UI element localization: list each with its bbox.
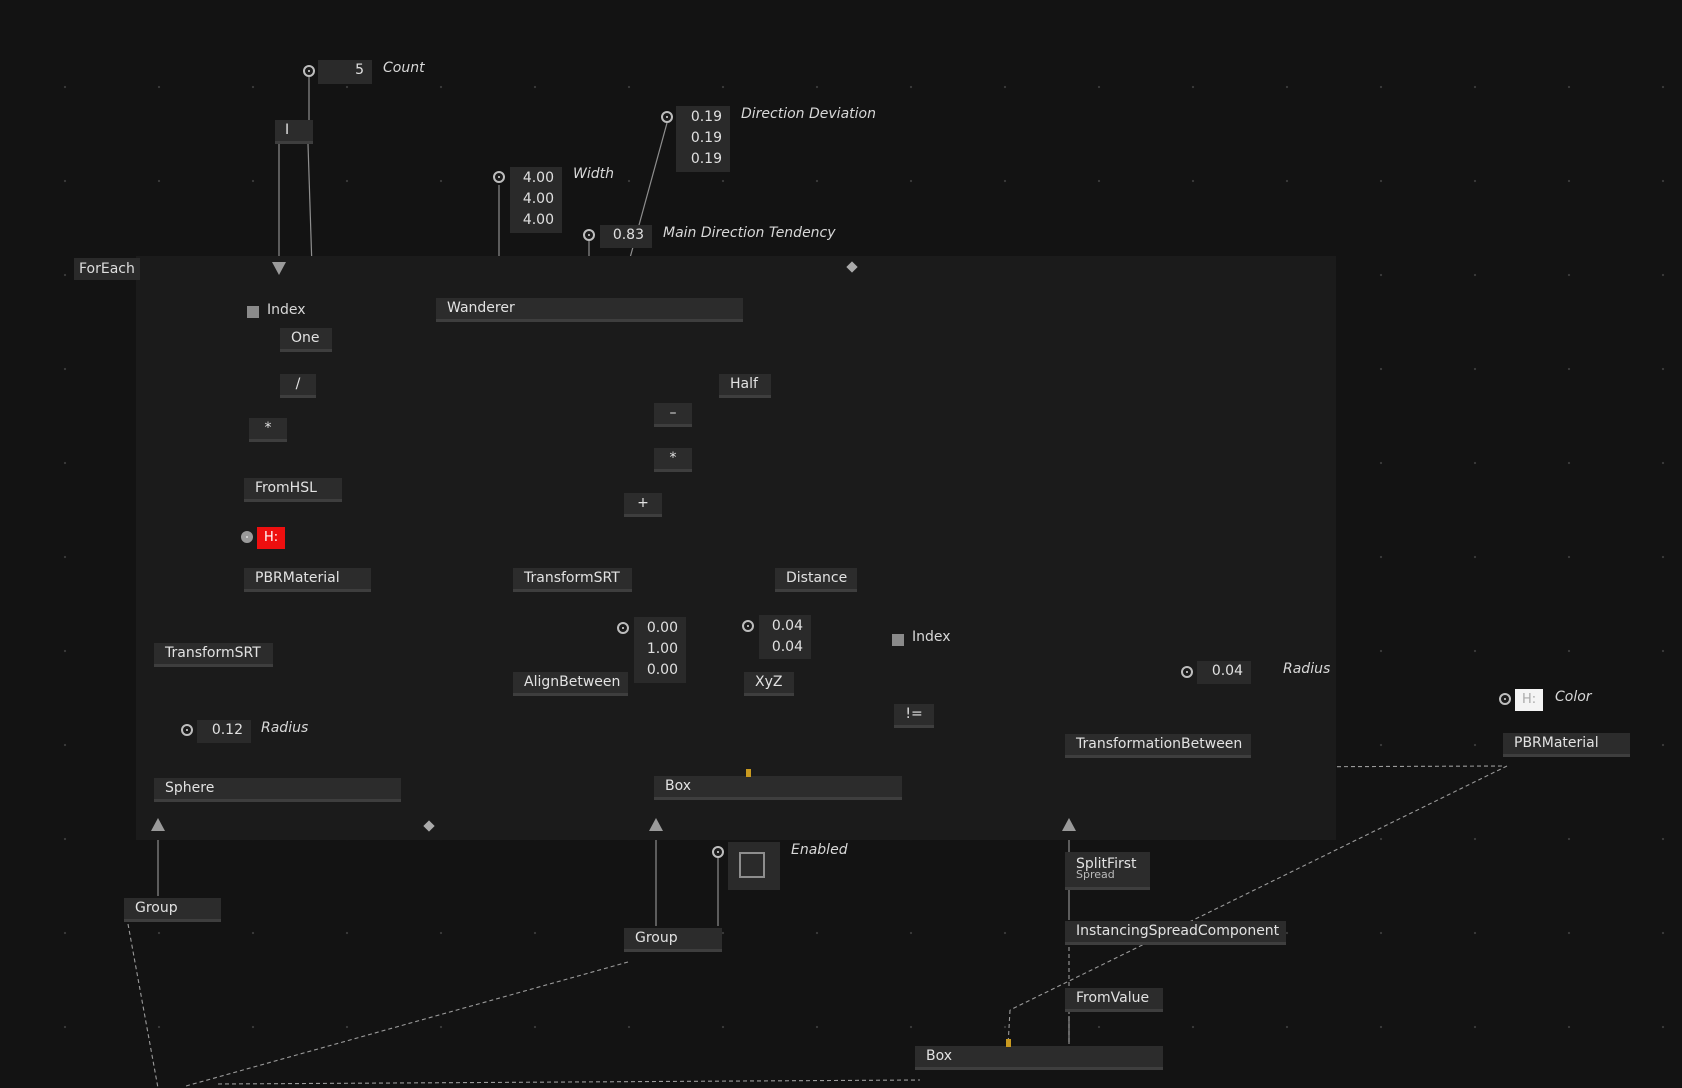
node-xyz[interactable]: XyZ	[744, 672, 794, 696]
node-distance[interactable]: Distance	[775, 568, 857, 592]
width-x: 4.00	[522, 170, 554, 186]
node-half[interactable]: Half	[719, 374, 771, 398]
radius-right-label: Radius	[1283, 661, 1331, 677]
node-splitfirst[interactable]: SplitFirst Spread	[1065, 852, 1150, 890]
color-io-pin[interactable]	[1499, 693, 1511, 705]
main-direction-tendency-value: 0.83	[612, 227, 644, 243]
splitfirst-label: SplitFirst	[1076, 856, 1137, 872]
radius-right-value-field[interactable]: 0.04	[1197, 661, 1251, 684]
node-i[interactable]: I	[275, 120, 313, 144]
width-value-field[interactable]: 4.00 4.00 4.00	[510, 167, 562, 233]
main-direction-tendency-label: Main Direction Tendency	[663, 225, 836, 241]
foreach-label[interactable]: ForEach	[74, 258, 140, 280]
index-input-pin[interactable]	[247, 306, 259, 318]
up-vector-io-pin[interactable]	[617, 622, 629, 634]
enabled-label: Enabled	[791, 842, 848, 858]
splitfirst-sublabel: Spread	[1076, 868, 1115, 881]
node-group-left[interactable]: Group	[124, 898, 221, 922]
xyz-value-field[interactable]: 0.04 0.04	[759, 615, 811, 659]
index-right-input-pin[interactable]	[892, 634, 904, 646]
direction-deviation-value-field[interactable]: 0.19 0.19 0.19	[676, 106, 730, 172]
node-transformsrt-mid[interactable]: TransformSRT	[513, 568, 632, 592]
node-one[interactable]: One	[280, 328, 332, 352]
main-direction-tendency-value-field[interactable]: 0.83	[600, 225, 652, 248]
radius-sphere-label: Radius	[261, 720, 309, 736]
node-divide[interactable]: /	[280, 374, 316, 398]
output-arrow-box	[649, 818, 663, 831]
up-vector-y: 1.00	[646, 641, 678, 657]
output-arrow-transform	[1062, 818, 1076, 831]
up-vector-x: 0.00	[646, 620, 678, 636]
direction-deviation-label: Direction Deviation	[741, 106, 876, 122]
node-pbrmaterial-right[interactable]: PBRMaterial	[1503, 733, 1630, 757]
radius-sphere-value: 0.12	[211, 722, 243, 738]
node-box-bottom[interactable]: Box	[915, 1046, 1163, 1070]
radius-right-io-pin[interactable]	[1181, 666, 1193, 678]
index-label-left: Index	[267, 302, 306, 318]
direction-deviation-z: 0.19	[690, 151, 722, 167]
node-fromhsl[interactable]: FromHSL	[244, 478, 342, 502]
radius-right-value: 0.04	[1211, 663, 1243, 679]
node-group-mid[interactable]: Group	[624, 928, 722, 952]
enabled-checkbox[interactable]	[739, 852, 765, 878]
up-vector-z: 0.00	[646, 662, 678, 678]
node-transformationbetween[interactable]: TransformationBetween	[1065, 734, 1251, 758]
direction-deviation-y: 0.19	[690, 130, 722, 146]
node-sphere[interactable]: Sphere	[154, 778, 401, 802]
radius-sphere-value-field[interactable]: 0.12	[197, 720, 251, 743]
node-pbrmaterial-left[interactable]: PBRMaterial	[244, 568, 371, 592]
node-transformsrt-left[interactable]: TransformSRT	[154, 643, 273, 667]
hue-io-pin[interactable]	[241, 531, 253, 543]
up-vector-value-field[interactable]: 0.00 1.00 0.00	[634, 617, 686, 683]
node-minus[interactable]: –	[654, 403, 692, 427]
box-bottom-highlight-pin[interactable]	[1006, 1039, 1011, 1047]
width-io-pin[interactable]	[493, 171, 505, 183]
node-multiply-mid[interactable]: *	[654, 448, 692, 472]
count-io-pin[interactable]	[303, 65, 315, 77]
node-instancingspreadcomponent[interactable]: InstancingSpreadComponent	[1065, 921, 1286, 945]
node-multiply-left[interactable]: *	[249, 418, 287, 442]
foreach-input-arrow	[272, 262, 286, 275]
node-fromvalue[interactable]: FromValue	[1065, 988, 1163, 1012]
enabled-io-pin[interactable]	[712, 846, 724, 858]
color-swatch-white[interactable]: H:	[1515, 689, 1544, 711]
radius-sphere-io-pin[interactable]	[181, 724, 193, 736]
xyz-io-pin[interactable]	[742, 620, 754, 632]
width-y: 4.00	[522, 191, 554, 207]
node-plus[interactable]: +	[624, 493, 662, 517]
output-arrow-sphere	[151, 818, 165, 831]
count-value-field[interactable]: 5	[318, 60, 372, 84]
node-box-mid[interactable]: Box	[654, 776, 902, 800]
color-label: Color	[1555, 689, 1592, 705]
direction-deviation-x: 0.19	[690, 109, 722, 125]
main-direction-tendency-io-pin[interactable]	[583, 229, 595, 241]
xyz-x: 0.04	[771, 618, 803, 634]
index-label-right: Index	[912, 629, 951, 645]
box-mid-highlight-pin[interactable]	[746, 769, 751, 777]
node-wanderer[interactable]: Wanderer	[436, 298, 743, 322]
xyz-y: 0.04	[771, 639, 803, 655]
width-label: Width	[573, 166, 614, 182]
width-z: 4.00	[522, 212, 554, 228]
node-alignbetween[interactable]: AlignBetween	[513, 672, 628, 696]
hue-swatch-red[interactable]: H:	[257, 527, 286, 549]
enabled-toggle[interactable]	[728, 842, 780, 890]
node-notequal[interactable]: !=	[894, 704, 934, 728]
count-value: 5	[355, 62, 364, 78]
direction-deviation-io-pin[interactable]	[661, 111, 673, 123]
count-label: Count	[383, 60, 425, 76]
